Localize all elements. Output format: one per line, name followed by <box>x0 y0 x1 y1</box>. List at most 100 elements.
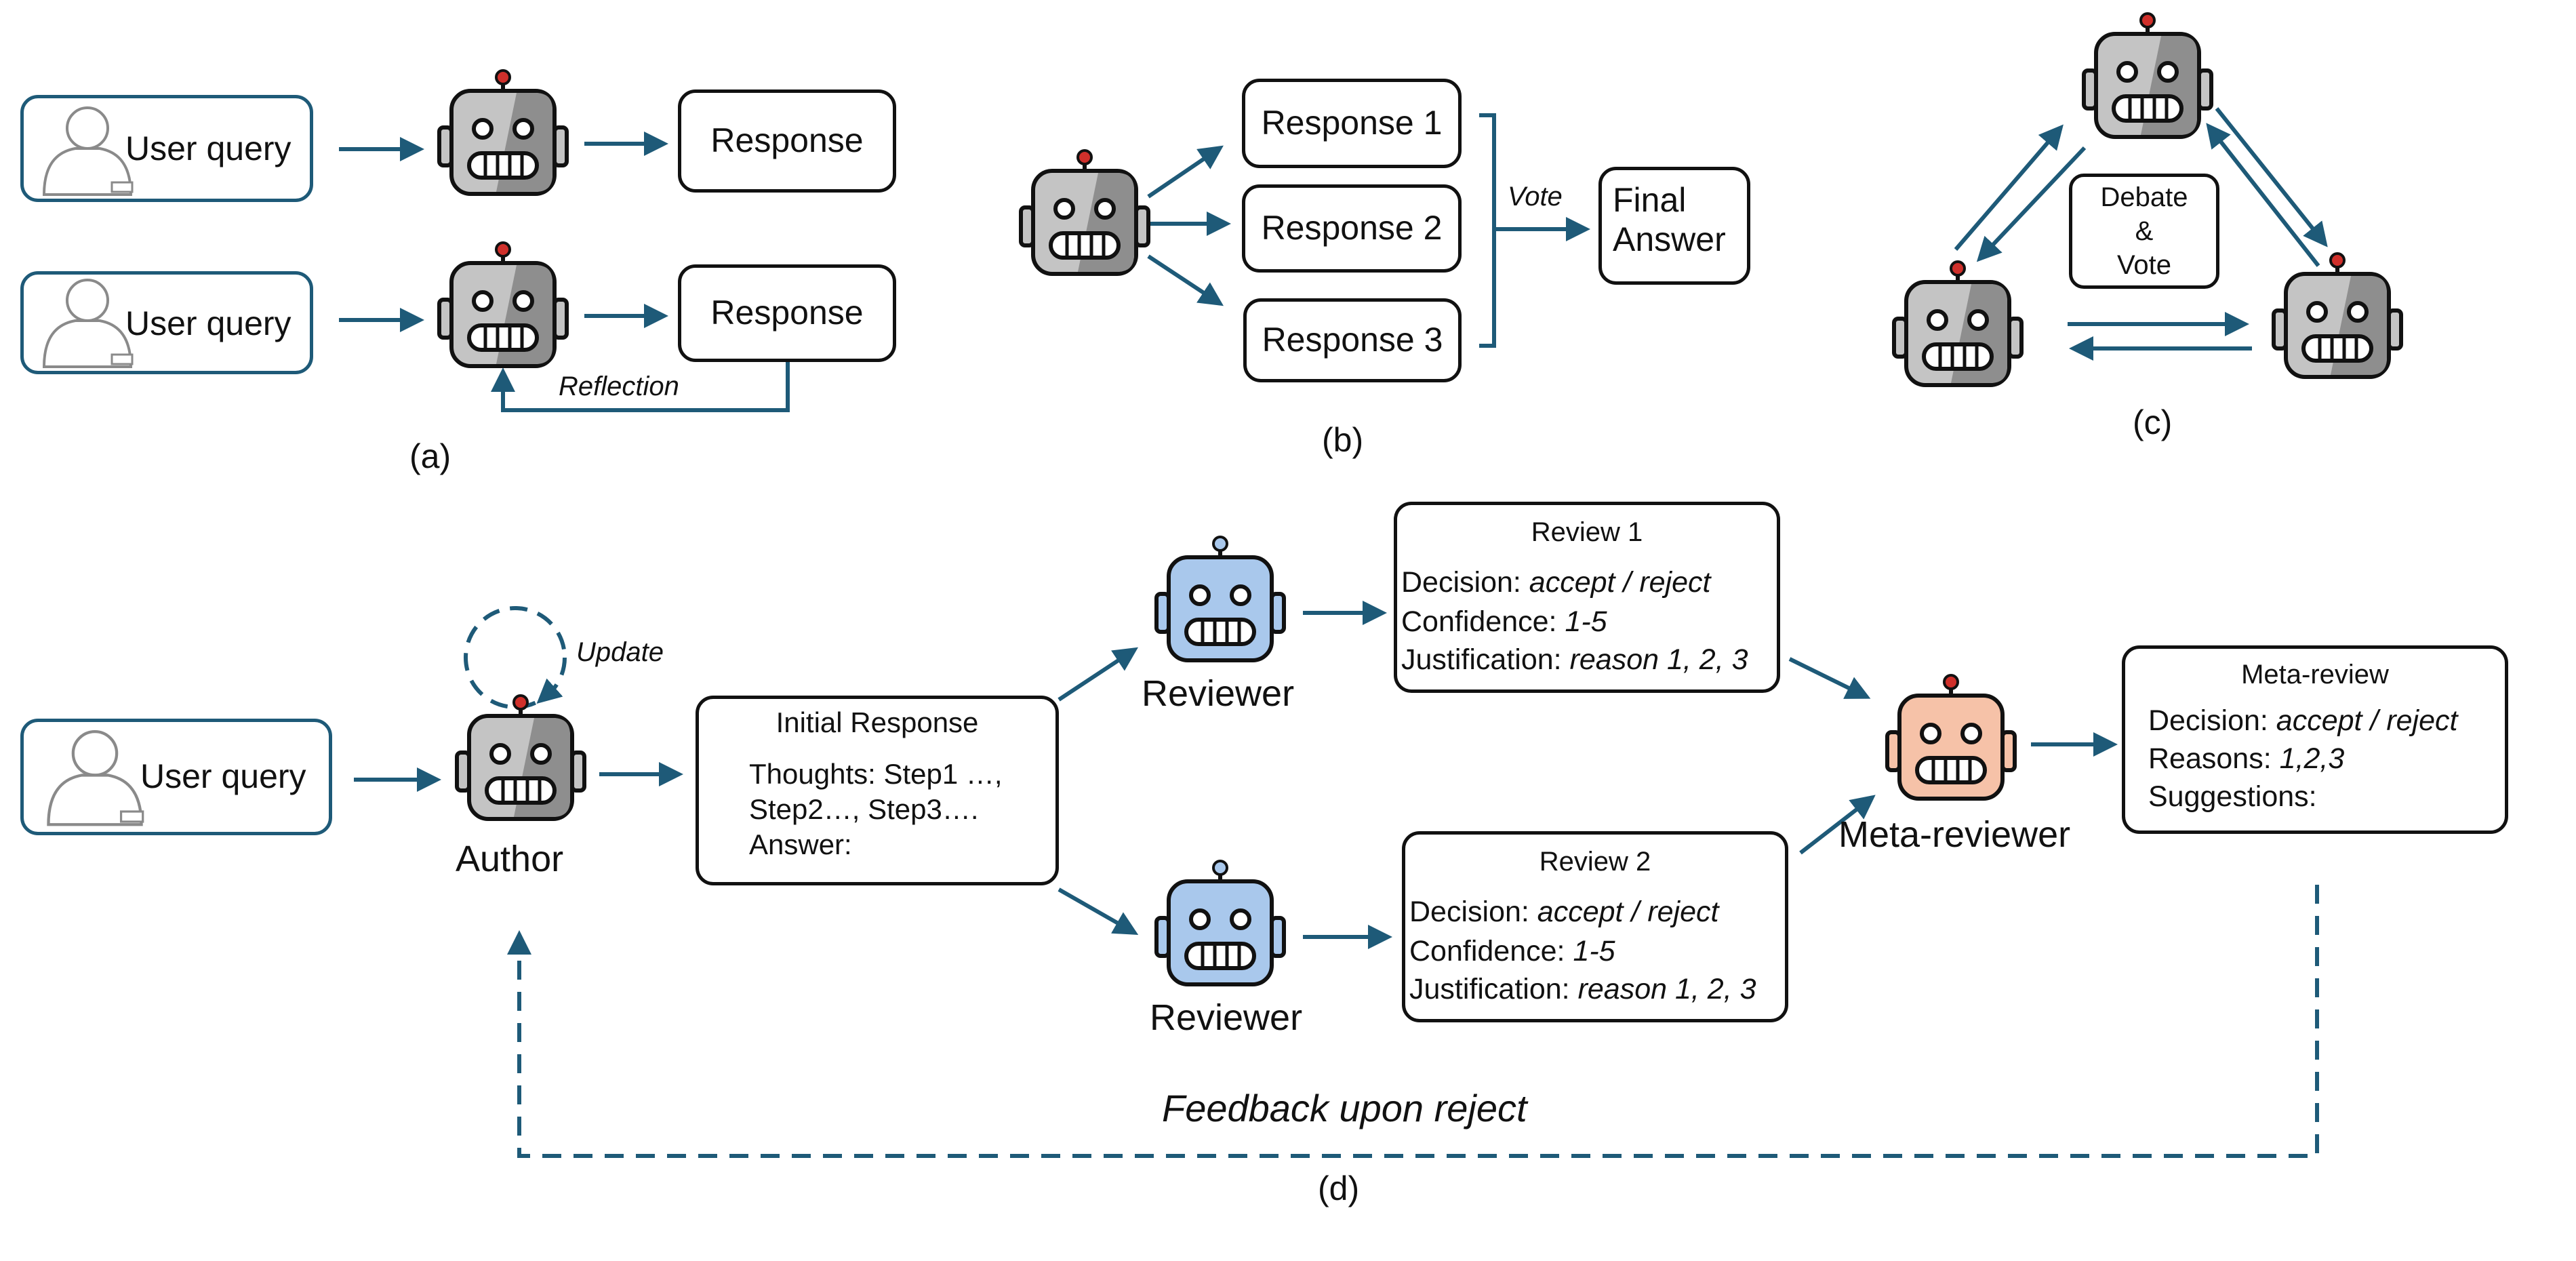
review-2-box: Review 2 Decision: accept / reject Confi… <box>1402 831 1788 1022</box>
robot-icon <box>1894 262 2021 385</box>
user-icon <box>43 106 134 196</box>
decision-key: Decision: <box>1401 566 1529 599</box>
feedback-dashed-loop <box>507 885 2319 1158</box>
arrow-c-top-to-left <box>1976 146 2087 262</box>
response-2-label: Response 2 <box>1261 209 1443 247</box>
arrow-b-to-response-1 <box>1147 145 1224 199</box>
meta-review-decision: Decision: accept / reject <box>2148 704 2457 738</box>
robot-icon <box>1021 151 1148 274</box>
debate-label: Debate <box>2100 182 2188 212</box>
caption-d: (d) <box>1318 1169 1360 1207</box>
response-label: Response <box>710 121 864 160</box>
vote-bracket <box>1479 113 1496 348</box>
author-label: Author <box>456 839 564 879</box>
response-3-box: Response 3 <box>1243 298 1462 382</box>
debate-vote-box: Debate & Vote <box>2069 174 2219 289</box>
arrow-d-review-1-to-meta <box>1788 657 1871 699</box>
reasons-key: Reasons: <box>2148 742 2280 775</box>
response-1-label: Response 1 <box>1261 104 1443 142</box>
user-icon <box>44 730 146 832</box>
confidence-value: 1-5 <box>1573 935 1615 967</box>
initial-response-line: Step2…, Step3…. <box>749 793 979 825</box>
review-title: Review 2 <box>1539 847 1651 877</box>
final-answer-line: Answer <box>1613 220 1726 258</box>
user-query-box-a1: User query <box>20 95 313 202</box>
response-3-label: Response 3 <box>1262 321 1443 359</box>
caption-a: (a) <box>409 437 451 475</box>
reviewer-2-robot-icon <box>1156 861 1284 984</box>
justification-value: reason 1, 2, 3 <box>1577 973 1756 1005</box>
caption-b: (b) <box>1322 421 1364 459</box>
initial-response-line: Thoughts: Step1 …, <box>749 758 1003 790</box>
author-robot-icon <box>457 696 584 819</box>
meta-review-suggestions: Suggestions: <box>2148 780 2317 813</box>
response-label: Response <box>710 294 864 332</box>
justification-value: reason 1, 2, 3 <box>1569 643 1748 676</box>
user-icon <box>43 279 134 368</box>
user-query-label: User query <box>125 129 291 167</box>
user-query-label: User query <box>140 757 306 795</box>
response-1-box: Response 1 <box>1242 79 1462 168</box>
reasons-value: 1,2,3 <box>2279 742 2345 775</box>
user-query-box-a2: User query <box>20 271 313 374</box>
robot-icon <box>2084 14 2211 137</box>
decision-value: accept / reject <box>1537 896 1719 928</box>
final-answer-line: Final <box>1613 181 1687 219</box>
arrow-d-review-2-to-meta <box>1799 795 1876 855</box>
reviewer-1-label: Reviewer <box>1142 673 1295 714</box>
confidence-value: 1-5 <box>1565 605 1607 638</box>
arrow-c-right-to-top <box>2206 123 2320 267</box>
arrow-d-initial-to-reviewer-1 <box>1058 647 1139 702</box>
justification-key: Justification: <box>1409 973 1578 1005</box>
arrow-c-left-to-top <box>1954 124 2064 251</box>
meta-review-reasons: Reasons: 1,2,3 <box>2148 742 2344 776</box>
vote-label-c: Vote <box>2116 250 2172 280</box>
response-box-a1: Response <box>678 89 896 193</box>
decision-key: Decision: <box>2148 704 2276 737</box>
decision-key: Decision: <box>1409 896 1537 928</box>
arrow-reflection-loop <box>491 361 790 412</box>
response-box-a2: Response <box>678 264 896 362</box>
review-confidence: Confidence: 1-5 <box>1409 935 1615 968</box>
robot-icon <box>2274 254 2401 377</box>
feedback-label: Feedback upon reject <box>1162 1087 1527 1129</box>
review-decision: Decision: accept / reject <box>1409 896 1718 929</box>
meta-reviewer-robot-icon <box>1887 675 2015 799</box>
initial-response-box: Initial Response Thoughts: Step1 …, Step… <box>696 696 1059 885</box>
final-answer-box: Final Answer <box>1598 167 1750 285</box>
justification-key: Justification: <box>1401 643 1570 676</box>
reviewer-2-label: Reviewer <box>1150 997 1303 1038</box>
review-justification: Justification: reason 1, 2, 3 <box>1401 643 1748 677</box>
initial-response-line: Answer: <box>749 828 852 860</box>
meta-review-box: Meta-review Decision: accept / reject Re… <box>2122 645 2508 834</box>
arrow-d-initial-to-reviewer-2 <box>1058 887 1139 935</box>
arrow-update-to-author <box>536 678 563 704</box>
arrow-b-to-response-3 <box>1147 254 1224 306</box>
confidence-key: Confidence: <box>1409 935 1573 967</box>
meta-reviewer-label: Meta-reviewer <box>1838 814 2071 855</box>
caption-c: (c) <box>2133 403 2173 441</box>
review-justification: Justification: reason 1, 2, 3 <box>1409 973 1756 1006</box>
robot-icon <box>439 71 567 194</box>
review-1-box: Review 1 Decision: accept / reject Confi… <box>1394 502 1780 693</box>
robot-icon <box>439 243 567 366</box>
meta-review-title: Meta-review <box>2241 660 2389 689</box>
confidence-key: Confidence: <box>1401 605 1565 638</box>
vote-label: Vote <box>1508 182 1563 212</box>
reflection-label: Reflection <box>559 372 679 401</box>
user-query-label: User query <box>125 304 291 342</box>
review-decision: Decision: accept / reject <box>1401 566 1710 599</box>
decision-value: accept / reject <box>1529 566 1711 599</box>
update-label: Update <box>576 637 664 667</box>
update-loop <box>464 606 567 709</box>
response-2-box: Response 2 <box>1242 184 1462 273</box>
decision-value: accept / reject <box>2276 704 2458 737</box>
initial-response-title: Initial Response <box>776 706 979 738</box>
arrow-c-top-to-right <box>2215 107 2328 247</box>
user-query-box-d: User query <box>20 719 332 835</box>
review-confidence: Confidence: 1-5 <box>1401 605 1607 639</box>
review-title: Review 1 <box>1531 517 1643 547</box>
ampersand-label: & <box>2135 216 2154 246</box>
reviewer-1-robot-icon <box>1156 537 1284 660</box>
